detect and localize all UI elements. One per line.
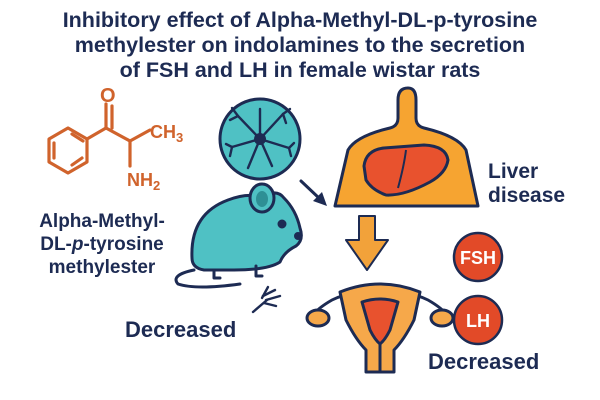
nh2-label: NH2	[127, 170, 160, 193]
down-arrow-icon	[345, 215, 389, 271]
fsh-label: FSH	[460, 248, 496, 268]
brush-icon	[251, 285, 282, 314]
liver-label-line-2: disease	[488, 184, 566, 207]
decreased-label-right: Decreased	[428, 349, 540, 374]
molecule-name-line-1: Alpha-Methyl-	[39, 211, 165, 232]
title-line-1: Inhibitory effect of Alpha-Methyl-DL-p-t…	[62, 8, 538, 32]
title-line-3: of FSH and LH in female wistar rats	[119, 58, 481, 82]
oxygen-label: O	[100, 85, 116, 107]
ch3-label: CH3	[150, 122, 183, 145]
liver-icon	[362, 143, 450, 197]
lh-label: LH	[466, 311, 490, 331]
decreased-label-left: Decreased	[125, 317, 237, 342]
title-line-2: methylester on indolamines to the secret…	[74, 33, 526, 57]
fsh-badge: FSH	[452, 231, 504, 283]
uterus-icon	[305, 282, 455, 374]
molecule-name-line-3: methylester	[48, 257, 156, 278]
diagonal-arrow-icon	[299, 179, 327, 206]
lh-badge: LH	[452, 294, 504, 346]
molecule-structure-icon	[47, 102, 152, 175]
diagram-title: Inhibitory effect of Alpha-Methyl-DL-p-t…	[0, 8, 600, 83]
rat-icon	[174, 182, 303, 289]
neuron-icon	[218, 97, 302, 181]
liver-label-line-1: Liver	[488, 160, 539, 183]
liver-disease-label: Liver disease	[488, 160, 565, 208]
molecule-name-line-2: DL-p-tyrosine	[40, 234, 164, 255]
molecule-name: Alpha-Methyl- DL-p-tyrosine methylester	[8, 210, 196, 279]
